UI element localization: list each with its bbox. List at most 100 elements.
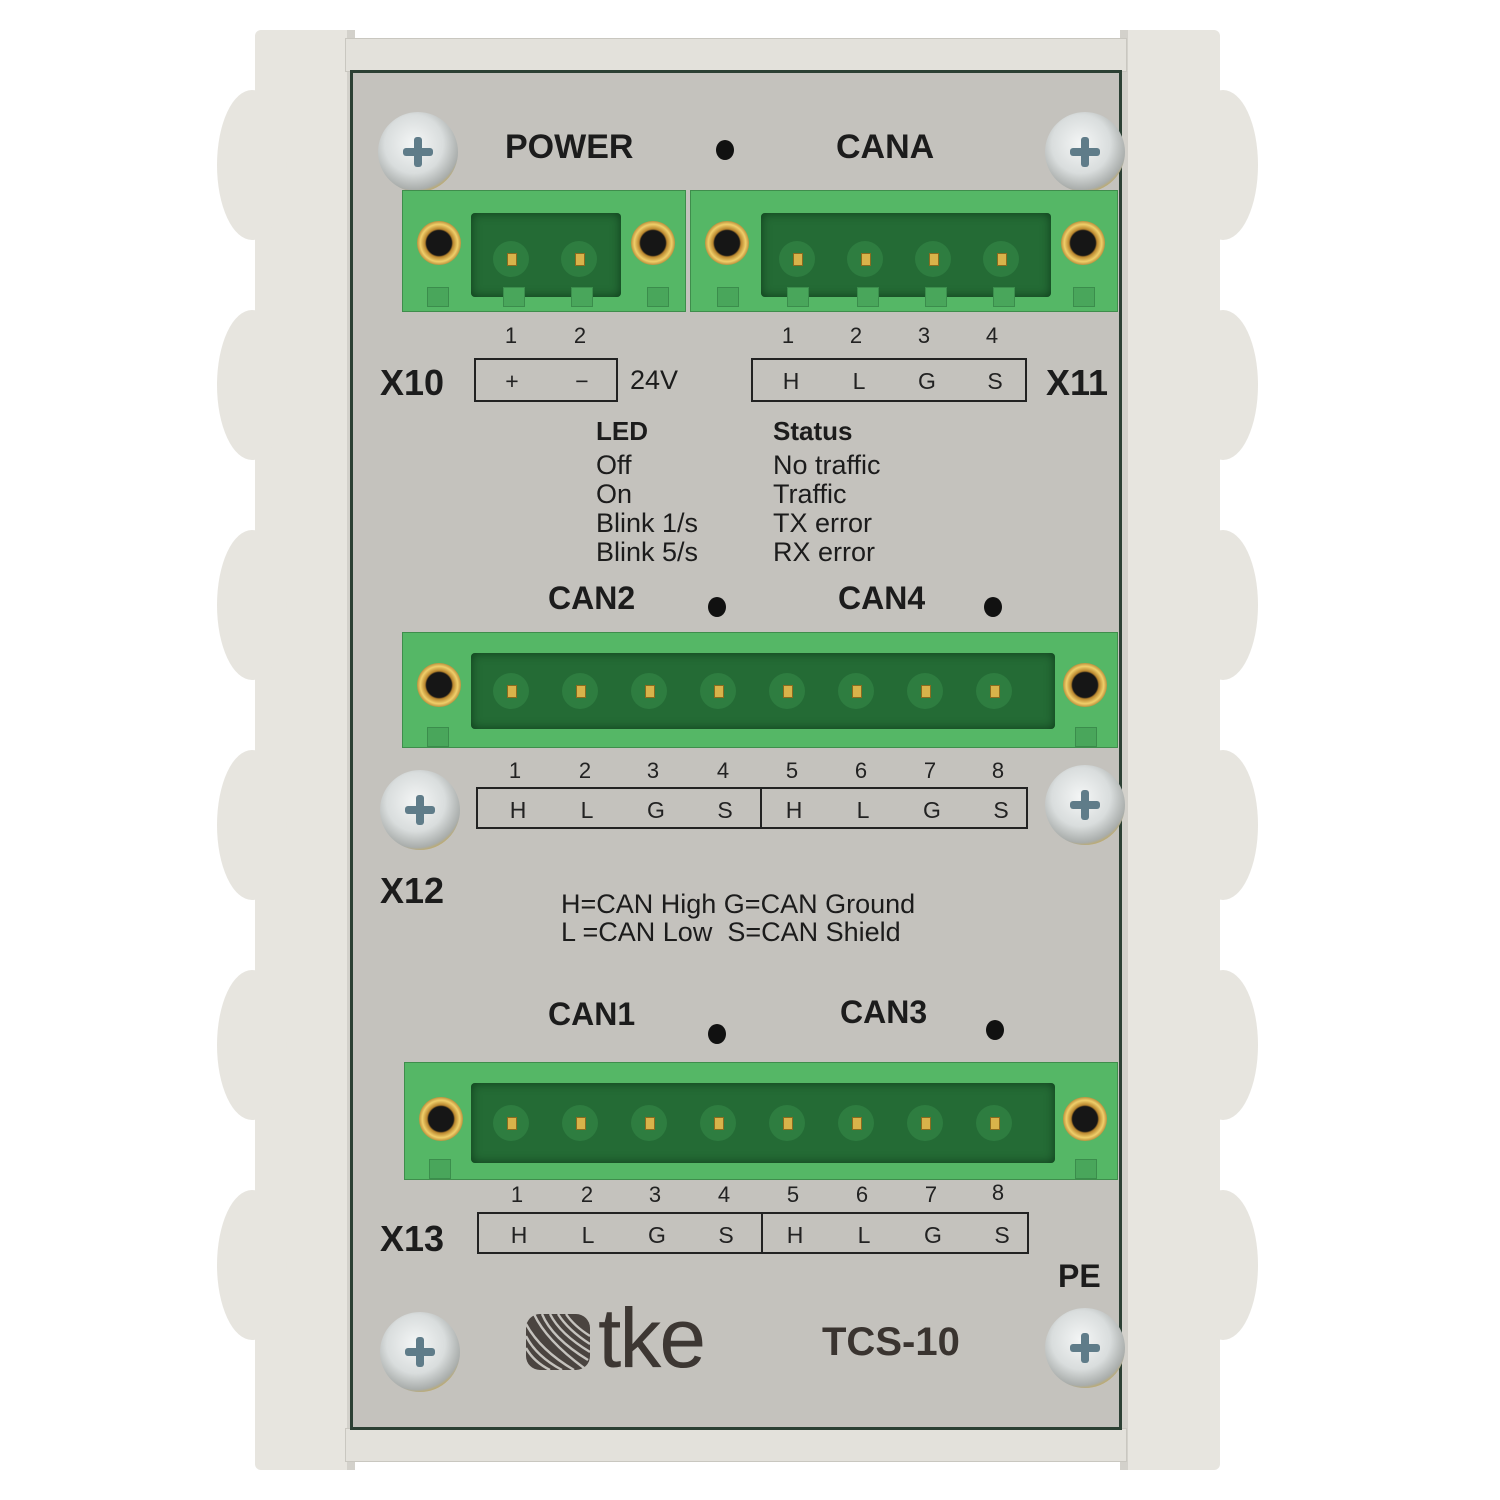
signal-label: S (987, 368, 1003, 394)
threaded-insert (1063, 1097, 1107, 1141)
pin (562, 673, 598, 709)
signal-label: L (857, 1222, 871, 1248)
pin (769, 1105, 805, 1141)
signal-label: H (785, 797, 803, 823)
enclosure-bottom-cap (345, 1428, 1127, 1462)
model-name: TCS-10 (822, 1320, 960, 1364)
signal-label: S (994, 1222, 1010, 1248)
x13-connector[interactable] (404, 1062, 1118, 1180)
x13-designator: X13 (380, 1218, 445, 1259)
can3-title: CAN3 (840, 994, 928, 1030)
signal-label: G (648, 1222, 666, 1248)
connector-tab (427, 727, 449, 747)
threaded-insert (1061, 221, 1105, 265)
connector-tab (993, 287, 1015, 307)
x10-designator: X10 (380, 362, 445, 403)
rail-ridge (217, 310, 287, 460)
rail-ridge (1188, 1190, 1258, 1340)
signal-label: H (782, 368, 800, 394)
rail-ridge (1188, 310, 1258, 460)
pin (493, 1105, 529, 1141)
legend-led-header: LED (596, 416, 648, 446)
screw-icon (1045, 1308, 1125, 1388)
pin (907, 1105, 943, 1141)
rail-shade (1120, 30, 1128, 1470)
pin (983, 241, 1019, 277)
threaded-insert (1063, 663, 1107, 707)
signal-label: L (581, 1222, 595, 1248)
box-divider (761, 1214, 763, 1252)
connector-tab (427, 287, 449, 307)
pin (493, 673, 529, 709)
connector-tab (787, 287, 809, 307)
led-indicator-can2 (708, 597, 726, 617)
pin-number: 8 (991, 758, 1005, 783)
x11-designator: X11 (1046, 362, 1109, 403)
connector-tab (429, 1159, 451, 1179)
cana-title: CANA (836, 128, 935, 166)
pin-number: 6 (855, 1182, 869, 1207)
legend-status-value: No traffic (773, 450, 881, 480)
cana-connector[interactable] (690, 190, 1118, 312)
signal-label: L (852, 368, 866, 394)
signal-label: H (510, 1222, 528, 1248)
screw-icon (380, 1312, 460, 1392)
connector-tab (571, 287, 593, 307)
pin-number: 4 (717, 1182, 731, 1207)
pin (838, 673, 874, 709)
signal-label: H (786, 1222, 804, 1248)
enclosure-right-rail (1120, 30, 1258, 1470)
pin (631, 673, 667, 709)
legend-led-value: Off (596, 450, 632, 480)
pin (631, 1105, 667, 1141)
signal-label: H (509, 797, 527, 823)
signal-label: G (918, 368, 936, 394)
connector-tab (857, 287, 879, 307)
legend-status-value: RX error (773, 537, 876, 567)
pin-number: 1 (781, 323, 795, 348)
signal-label: S (993, 797, 1009, 823)
x13-signal-box: H L G S H L G S (477, 1212, 1029, 1254)
connector-tab (717, 287, 739, 307)
rail-ridge (217, 750, 287, 900)
pin-number: 4 (985, 323, 999, 348)
power-signal-box: + − (474, 358, 618, 402)
x12-designator: X12 (380, 870, 445, 911)
rail-ridge (1188, 530, 1258, 680)
x12-signal-box: H L G S H L G S (476, 787, 1028, 829)
pin-number: 2 (849, 323, 863, 348)
pin (493, 241, 529, 277)
cana-signal-box: H L G S (751, 358, 1027, 402)
signal-legend-line-2: L =CAN Low S=CAN Shield (561, 917, 901, 947)
rail-ridge (217, 970, 287, 1120)
rail-ridge (1188, 970, 1258, 1120)
power-connector[interactable] (402, 190, 686, 312)
signal-label: G (647, 797, 665, 823)
rail-ridge (217, 1190, 287, 1340)
legend-led-value: On (596, 479, 633, 509)
led-indicator-can3 (986, 1020, 1004, 1040)
pin-number: 5 (786, 1182, 800, 1207)
pin-number: 2 (573, 323, 587, 348)
pe-label: PE (1058, 1258, 1101, 1294)
screw-icon (380, 770, 460, 850)
pin-number: 7 (923, 758, 937, 783)
led-indicator-can4 (984, 597, 1002, 617)
brand-name: tke (598, 1291, 706, 1385)
pin (976, 673, 1012, 709)
pin-number: 3 (648, 1182, 662, 1207)
pin (779, 241, 815, 277)
pin-number: 7 (924, 1182, 938, 1207)
pin (976, 1105, 1012, 1141)
x12-connector[interactable] (402, 632, 1118, 748)
tke-logo-icon (526, 1313, 591, 1372)
screw-icon (1045, 112, 1125, 192)
pin-number: 1 (508, 758, 522, 783)
connector-tab (925, 287, 947, 307)
signal-label: G (924, 1222, 942, 1248)
legend-status-value: TX error (773, 508, 873, 538)
connector-tab (503, 287, 525, 307)
connector-socket (471, 1083, 1055, 1163)
legend-led-value: Blink 5/s (596, 537, 699, 567)
power-title: POWER (505, 128, 634, 166)
